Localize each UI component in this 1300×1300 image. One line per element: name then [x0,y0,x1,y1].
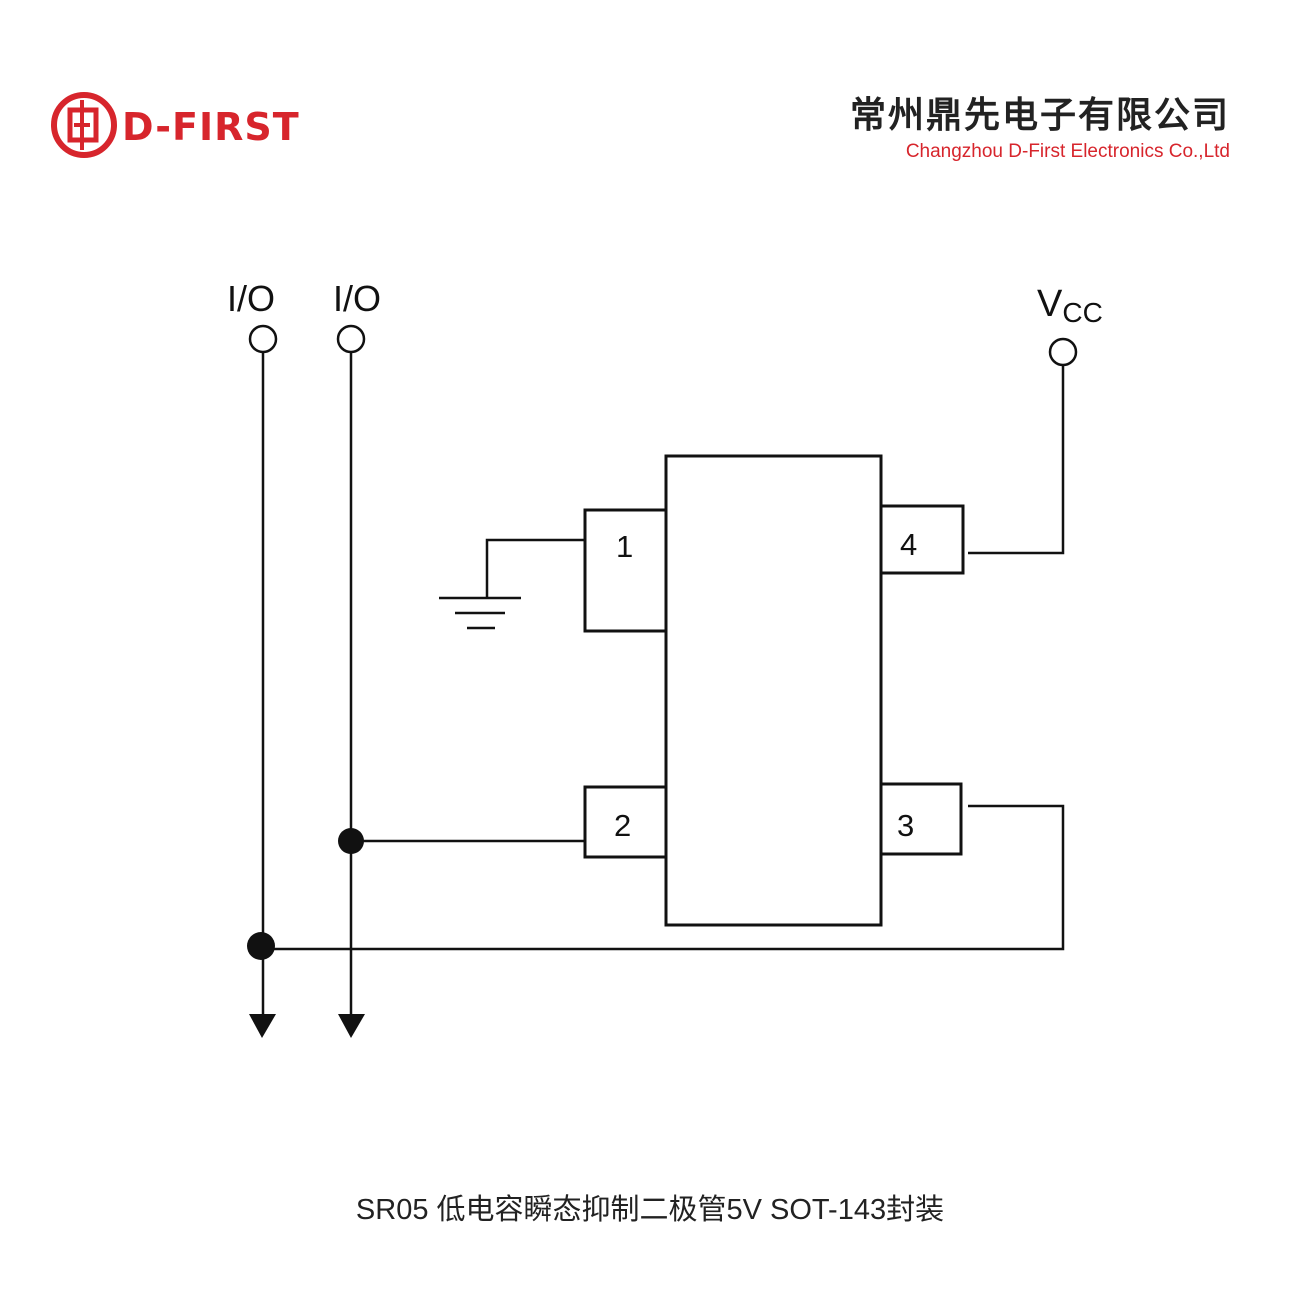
junction-dot [338,828,364,854]
pin-2-box [583,785,668,859]
pin-3-label: 3 [897,808,914,843]
vcc-wire [968,365,1065,555]
io1-terminal [248,324,278,354]
logo-emblem-icon [51,92,117,158]
pin-2-label: 2 [614,808,631,843]
d-first-logo: D-FIRST [51,92,300,158]
io2-terminal [336,324,366,354]
pin3-wire [263,804,1065,951]
down-arrow-icon [249,1014,276,1038]
vcc-terminal [1048,337,1078,367]
pin-1-label: 1 [616,529,633,564]
logo-wordmark: D-FIRST [122,105,300,149]
junction-dot [247,932,275,960]
ground-icon [439,596,521,630]
vcc-label: VCC [1037,283,1103,328]
pin-4-box [879,504,965,575]
pin-4-label: 4 [900,527,917,562]
ground-wire [485,538,585,598]
diagram-caption: SR05 低电容瞬态抑制二极管5V SOT-143封装 [355,1194,945,1226]
company-name-en: Changzhou D-First Electronics Co.,Ltd [905,141,1230,162]
io1-label: I/O [227,278,275,319]
company-block: 常州鼎先电子有限公司 Changzhou D-First Electronics… [850,92,1230,166]
company-name-cn: 常州鼎先电子有限公司 [849,94,1230,136]
io2-label: I/O [333,278,381,319]
pin-1-box [583,508,668,633]
pin-3-box [879,782,963,856]
down-arrow-icon [338,1014,365,1038]
ic-body [664,454,883,927]
